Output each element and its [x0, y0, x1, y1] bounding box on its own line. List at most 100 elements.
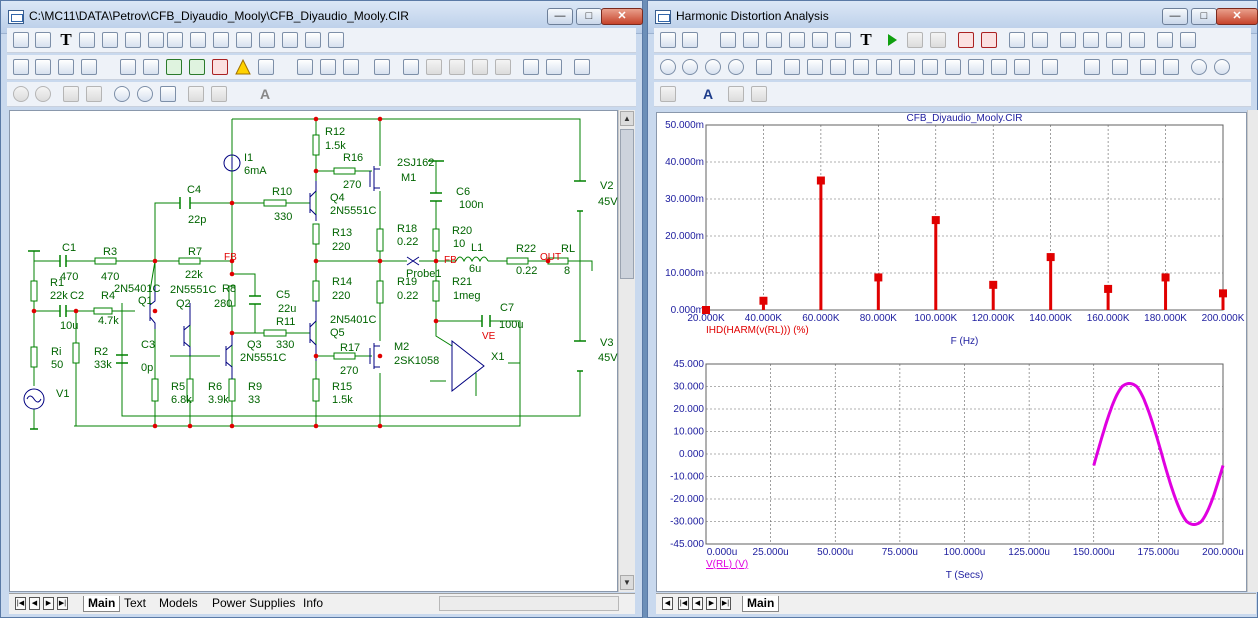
component-label[interactable]: R17	[340, 342, 360, 354]
run-icon[interactable]	[884, 32, 900, 48]
next-tab-icon[interactable]: ▶	[706, 597, 717, 610]
tab-models[interactable]: Models	[159, 596, 198, 610]
component-label[interactable]: C5	[276, 289, 290, 301]
component-label[interactable]: M1	[401, 172, 416, 184]
component-label[interactable]: V3	[600, 337, 613, 349]
zoom-box-icon[interactable]	[720, 32, 736, 48]
vertical-scrollbar[interactable]: ▲ ▼	[618, 110, 635, 592]
node-number-icon[interactable]	[58, 59, 74, 75]
component-label[interactable]: 100n	[459, 199, 483, 211]
scroll-down-icon[interactable]: ▼	[620, 575, 634, 590]
last-tab-icon[interactable]: ▶|	[720, 597, 731, 610]
mirror-icon[interactable]	[472, 59, 488, 75]
harmonic-marker[interactable]	[989, 280, 998, 289]
component-label[interactable]: 6u	[469, 263, 481, 275]
vertical-scrollbar[interactable]	[1247, 110, 1258, 592]
component-label[interactable]: Ri	[51, 346, 61, 358]
component-label[interactable]: Probe1	[406, 268, 441, 280]
harmonic-marker[interactable]	[1161, 273, 1170, 282]
region-icon[interactable]	[403, 59, 419, 75]
grid-dots-icon[interactable]	[258, 59, 274, 75]
voltage-icon[interactable]	[120, 59, 136, 75]
help-icon[interactable]	[190, 32, 206, 48]
harmonic-marker[interactable]	[1046, 253, 1055, 262]
tile-icon[interactable]	[1180, 32, 1196, 48]
component-label[interactable]: 6mA	[244, 165, 267, 177]
flip-icon[interactable]	[81, 59, 97, 75]
stop-icon[interactable]	[907, 32, 923, 48]
split-icon[interactable]	[1157, 32, 1173, 48]
component-label[interactable]: R15	[332, 381, 352, 393]
maximize-button[interactable]: □	[1191, 8, 1217, 25]
clipboard-icon[interactable]	[1042, 59, 1058, 75]
maximize-button[interactable]: □	[576, 8, 602, 25]
grid-icon[interactable]	[1032, 32, 1048, 48]
component-label[interactable]: R11	[276, 316, 295, 328]
component-label[interactable]: 270	[340, 365, 358, 377]
current-icon[interactable]	[143, 59, 159, 75]
hatch-icon[interactable]	[1014, 59, 1030, 75]
layout-icon[interactable]	[1060, 32, 1076, 48]
component-label[interactable]: 0.22	[397, 290, 418, 302]
fit-icon[interactable]	[1140, 59, 1156, 75]
component-label[interactable]: 22p	[188, 214, 206, 226]
component-label[interactable]: R9	[248, 381, 262, 393]
page-icon[interactable]	[297, 59, 313, 75]
paste-icon[interactable]	[86, 86, 102, 102]
check-icon[interactable]	[189, 59, 205, 75]
graph-text-icon[interactable]	[835, 32, 851, 48]
scroll-thumb[interactable]	[620, 129, 634, 279]
scale-icon[interactable]	[682, 32, 698, 48]
info-icon[interactable]	[148, 32, 164, 48]
component-label[interactable]: X1	[491, 351, 504, 363]
series-label[interactable]: IHD(HARM(v(RL))) (%)	[706, 325, 809, 336]
high-icon[interactable]	[830, 59, 846, 75]
bottom-icon[interactable]	[968, 59, 984, 75]
component-label[interactable]: R13	[332, 227, 352, 239]
stop-icon[interactable]	[35, 86, 51, 102]
square-icon[interactable]	[426, 59, 442, 75]
minimize-button[interactable]: —	[547, 8, 573, 25]
component-label[interactable]: C6	[456, 186, 470, 198]
component-label[interactable]: R21	[452, 276, 472, 288]
component-label[interactable]: 2N5551C	[170, 284, 217, 296]
layout4-icon[interactable]	[1129, 32, 1145, 48]
component-label[interactable]: I1	[244, 152, 253, 164]
component-label[interactable]: 6.8k	[171, 394, 192, 406]
component-label[interactable]: 280	[214, 298, 232, 310]
cursor-icon[interactable]	[766, 32, 782, 48]
component-label[interactable]: 470	[101, 271, 119, 283]
component-label[interactable]: 22u	[278, 303, 296, 315]
point-icon[interactable]	[259, 32, 275, 48]
harmonic-marker[interactable]	[931, 216, 940, 225]
node-label[interactable]: FB	[444, 255, 457, 266]
harmonic-marker[interactable]	[759, 296, 768, 305]
peak-icon[interactable]	[789, 32, 805, 48]
copy-page-icon[interactable]	[320, 59, 336, 75]
power-icon[interactable]	[166, 59, 182, 75]
warning-icon[interactable]	[235, 58, 251, 75]
component-label[interactable]: 33	[248, 394, 260, 406]
node-label[interactable]: VE	[482, 331, 496, 342]
tab-power-supplies[interactable]: Power Supplies	[212, 596, 296, 610]
select-icon[interactable]	[660, 32, 676, 48]
component-label[interactable]: 2N5401C	[330, 314, 377, 326]
component-label[interactable]: 22k	[50, 290, 68, 302]
pause-icon[interactable]	[930, 32, 946, 48]
tab-main[interactable]: Main	[83, 596, 121, 612]
component-label[interactable]: 33k	[94, 359, 112, 371]
component-label[interactable]: Q1	[138, 295, 153, 307]
bus-icon[interactable]	[125, 32, 141, 48]
select-icon[interactable]	[13, 32, 29, 48]
component-label[interactable]: RL	[561, 243, 575, 255]
component-label[interactable]: R2	[94, 346, 108, 358]
component-label[interactable]: M2	[394, 341, 409, 353]
component-label[interactable]: L1	[471, 242, 483, 254]
table-icon[interactable]	[305, 32, 321, 48]
edit-icon[interactable]	[328, 32, 344, 48]
cursor-both-icon[interactable]	[705, 59, 721, 75]
component-label[interactable]: R18	[397, 223, 417, 235]
prev-tab-icon[interactable]: ◀	[692, 597, 703, 610]
